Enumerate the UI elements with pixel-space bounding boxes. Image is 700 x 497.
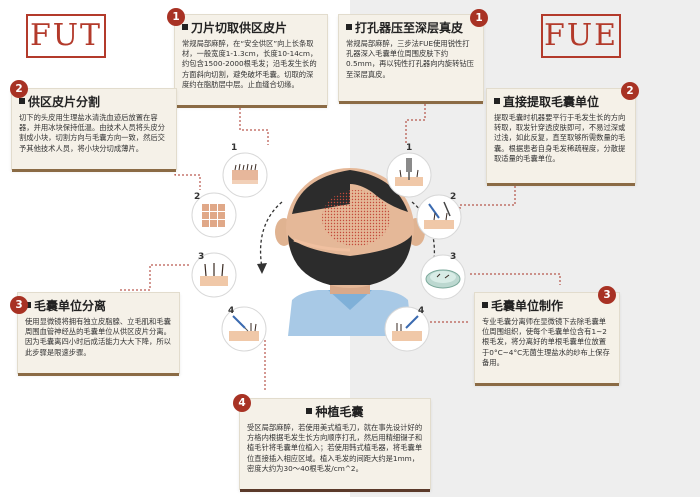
fue-step-illustration-number: 4	[418, 306, 424, 316]
fue-step3-title: 毛囊单位制作	[491, 299, 563, 313]
fut-title-badge: FUT	[26, 14, 106, 58]
fut-step3-body: 使用显微镜将拥有独立皮脂腺、立毛肌和毛囊周围血管神经丛的毛囊单位从供区皮片分离。…	[25, 317, 172, 358]
fue-step1-card: 打孔器压至深层真皮 常规局部麻醉，三步法FUE使用锐性打孔器深入毛囊单位周围皮肤…	[338, 14, 484, 102]
fue-step3-number-badge: 3	[598, 286, 616, 304]
bullet-square-icon	[182, 24, 188, 30]
card-bottom-bar	[240, 489, 430, 492]
fue-step2-card: 直接提取毛囊单位 提取毛囊时机器要平行于毛发生长的方向转取，取发针穿透皮肤即可，…	[486, 88, 636, 184]
fue-step1-title: 打孔器压至深层真皮	[355, 21, 463, 35]
card-bottom-bar	[475, 383, 619, 386]
fue-title-badge: FUE	[541, 14, 621, 58]
implant-tool-icon	[382, 304, 432, 354]
card-bottom-bar	[487, 183, 635, 186]
fut-step-illustration-number: 2	[194, 192, 200, 202]
fue-step-illustration-number: 1	[406, 143, 412, 153]
bullet-square-icon	[306, 408, 312, 414]
fut-step3-title: 毛囊单位分离	[34, 299, 106, 313]
bullet-square-icon	[494, 98, 500, 104]
fut-step2-number-badge: 2	[10, 80, 28, 98]
bullet-square-icon	[346, 24, 352, 30]
fut-step3-number-badge: 3	[10, 296, 28, 314]
step4-number-badge: 4	[233, 394, 251, 412]
fut-step1-body: 常规局部麻醉，在“安全供区”向上长条取材，一般宽度1-1.3cm，长度10-14…	[182, 39, 320, 90]
fue-step2-number-badge: 2	[621, 82, 639, 100]
fut-step2-body: 切下的头皮用生理盐水清洗血迹后放置在容器，并用冰块保持低温。由技术人员将头皮分割…	[19, 113, 169, 154]
step4-title: 种植毛囊	[315, 405, 363, 419]
fut-step2-card: 供区皮片分割 切下的头皮用生理盐水清洗血迹后放置在容器，并用冰块保持低温。由技术…	[11, 88, 177, 170]
extraction-icon	[414, 192, 464, 242]
fue-step1-body: 常规局部麻醉，三步法FUE使用锐性打孔器深入毛囊单位周围皮肤下约0.5mm，再以…	[346, 39, 476, 80]
fut-step-illustration-number: 1	[231, 143, 237, 153]
follicle-icon	[189, 250, 239, 300]
fue-step1-number-badge: 1	[470, 9, 488, 27]
card-bottom-bar	[175, 105, 327, 108]
fue-step2-title: 直接提取毛囊单位	[503, 95, 599, 109]
bullet-square-icon	[19, 98, 25, 104]
bullet-square-icon	[482, 302, 488, 308]
fut-step1-title: 刀片切取供区皮片	[191, 21, 287, 35]
fue-step-illustration-number: 3	[450, 252, 456, 262]
step4-body: 受区局部麻醉，若使用美式植毛刀，就在事先设计好的方格内根据毛发生长方向顺序打孔，…	[247, 423, 423, 474]
fue-step3-card: 毛囊单位制作 专业毛囊分离师在显微镜下去除毛囊单位周围组织，使每个毛囊单位含有1…	[474, 292, 620, 384]
fut-step-illustration-number: 3	[198, 252, 204, 262]
fue-step2-body: 提取毛囊时机器要平行于毛发生长的方向转取，取发针穿透皮肤即可，不易过深或过浅，如…	[494, 113, 628, 164]
card-bottom-bar	[339, 101, 483, 104]
fue-step3-body: 专业毛囊分离师在显微镜下去除毛囊单位周围组织，使每个毛囊单位含有1~2根毛发，将…	[482, 317, 612, 368]
fue-step-illustration-number: 2	[450, 192, 456, 202]
fut-step1-number-badge: 1	[167, 8, 185, 26]
petri-dish-icon	[418, 252, 468, 302]
step4-card: 种植毛囊 受区局部麻醉，若使用美式植毛刀，就在事先设计好的方格内根据毛发生长方向…	[239, 398, 431, 490]
implant-tool-icon	[219, 304, 269, 354]
fut-step1-card: 刀片切取供区皮片 常规局部麻醉，在“安全供区”向上长条取材，一般宽度1-1.3c…	[174, 14, 328, 106]
fut-step3-card: 毛囊单位分离 使用显微镜将拥有独立皮脂腺、立毛肌和毛囊周围血管神经丛的毛囊单位从…	[17, 292, 180, 374]
card-bottom-bar	[12, 169, 176, 172]
card-bottom-bar	[18, 373, 179, 376]
fut-step2-title: 供区皮片分割	[28, 95, 100, 109]
fut-step-illustration-number: 4	[228, 306, 234, 316]
